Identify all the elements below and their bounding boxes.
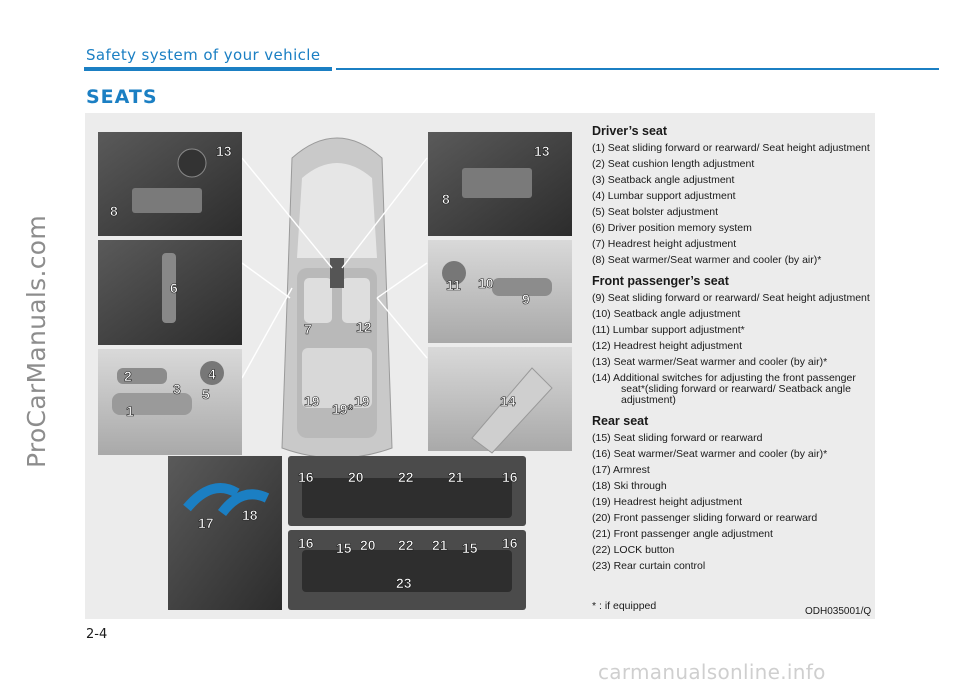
callout-18: 18 — [242, 507, 258, 523]
header-rule-thick — [84, 67, 332, 71]
callout-2: 2 — [124, 368, 132, 384]
legend-item: (17) Armrest — [592, 464, 650, 476]
legend-item: (6) Driver position memory system — [592, 222, 752, 234]
legend-heading-passenger: Front passenger’s seat — [592, 274, 729, 288]
callout-22b: 22 — [398, 537, 414, 553]
callout-22a: 22 — [398, 469, 414, 485]
legend-item: (8) Seat warmer/Seat warmer and cooler (… — [592, 254, 822, 266]
legend-item: (10) Seatback angle adjustment — [592, 308, 741, 320]
legend-item: (16) Seat warmer/Seat warmer and cooler … — [592, 448, 828, 460]
callout-1: 1 — [126, 403, 134, 419]
callout-21a: 21 — [448, 469, 464, 485]
legend-item: (19) Headrest height adjustment — [592, 496, 742, 508]
legend-list-rear: (15) Seat sliding forward or rearward (1… — [592, 433, 872, 572]
callout-labels: 1 2 3 4 5 6 7 8 8 9 10 11 12 13 13 14 15… — [110, 143, 550, 592]
legend-item: (13) Seat warmer/Seat warmer and cooler … — [592, 356, 828, 368]
callout-16d: 16 — [502, 535, 518, 551]
legend: Driver’s seat (1) Seat sliding forward o… — [592, 124, 872, 577]
callout-20b: 20 — [360, 537, 376, 553]
callout-20a: 20 — [348, 469, 364, 485]
callout-4: 4 — [208, 366, 216, 382]
legend-item: (21) Front passenger angle adjustment — [592, 528, 773, 540]
legend-item: (11) Lumbar support adjustment* — [592, 324, 745, 336]
legend-item: (5) Seat bolster adjustment — [592, 206, 719, 218]
callout-8a: 8 — [110, 203, 118, 219]
photo-rear-seat-armrest — [168, 456, 282, 610]
callout-11: 11 — [446, 277, 461, 293]
page-title: SEATS — [86, 86, 158, 108]
callout-17: 17 — [198, 515, 214, 531]
legend-item: (20) Front passenger sliding forward or … — [592, 512, 818, 524]
seat-controls-illustration: 1 2 3 4 5 6 7 8 8 9 10 11 12 13 13 14 15… — [98, 132, 572, 610]
callout-3: 3 — [173, 381, 181, 397]
car-top-view — [281, 137, 393, 459]
callout-6: 6 — [170, 280, 178, 296]
legend-item: (7) Headrest height adjustment — [592, 238, 737, 250]
callout-9: 9 — [522, 291, 530, 307]
callout-14: 14 — [500, 393, 516, 409]
callout-7: 7 — [304, 321, 312, 337]
callout-21b: 21 — [432, 537, 448, 553]
callout-15b: 15 — [462, 540, 478, 556]
callout-19-star: 19* — [332, 401, 354, 417]
legend-item: (12) Headrest height adjustment — [592, 340, 742, 352]
callout-19b: 19 — [354, 393, 370, 409]
legend-item: (14) Additional switches for adjusting t… — [592, 372, 856, 406]
legend-item: (22) LOCK button — [592, 544, 675, 556]
callout-15a: 15 — [336, 540, 352, 556]
photo-driver-memory-switches — [98, 132, 242, 236]
callout-16c: 16 — [298, 535, 314, 551]
legend-heading-driver: Driver’s seat — [592, 124, 668, 138]
legend-item: (1) Seat sliding forward or rearward/ Se… — [592, 142, 870, 154]
callout-16b: 16 — [502, 469, 518, 485]
if-equipped-note: * : if equipped — [592, 600, 657, 612]
footer-watermark: carmanualsonline.info — [598, 660, 826, 684]
legend-item: (9) Seat sliding forward or rearward/ Se… — [592, 292, 870, 304]
legend-list-driver: (1) Seat sliding forward or rearward/ Se… — [592, 143, 872, 266]
callout-23: 23 — [396, 575, 412, 591]
callout-lines — [241, 157, 428, 379]
legend-item: (15) Seat sliding forward or rearward — [592, 432, 763, 444]
watermark-text: ProCarManuals.com — [22, 214, 51, 468]
callout-19a: 19 — [304, 393, 320, 409]
section-title: Safety system of your vehicle — [86, 46, 321, 64]
callout-13a: 13 — [216, 143, 232, 159]
legend-heading-rear: Rear seat — [592, 414, 649, 428]
legend-item: (3) Seatback angle adjustment — [592, 174, 735, 186]
legend-list-passenger: (9) Seat sliding forward or rearward/ Se… — [592, 293, 872, 406]
callout-5: 5 — [202, 386, 210, 402]
legend-item: (18) Ski through — [592, 480, 667, 492]
legend-item: (23) Rear curtain control — [592, 560, 706, 572]
callout-8b: 8 — [442, 191, 450, 207]
legend-item: (2) Seat cushion length adjustment — [592, 158, 755, 170]
callout-13b: 13 — [534, 143, 550, 159]
page-number: 2-4 — [86, 627, 108, 642]
callout-12: 12 — [356, 319, 372, 335]
callout-10: 10 — [478, 275, 494, 291]
legend-item: (4) Lumbar support adjustment — [592, 190, 736, 202]
header-rule-thin — [336, 68, 939, 70]
figure-code: ODH035001/Q — [805, 606, 872, 617]
callout-16a: 16 — [298, 469, 314, 485]
